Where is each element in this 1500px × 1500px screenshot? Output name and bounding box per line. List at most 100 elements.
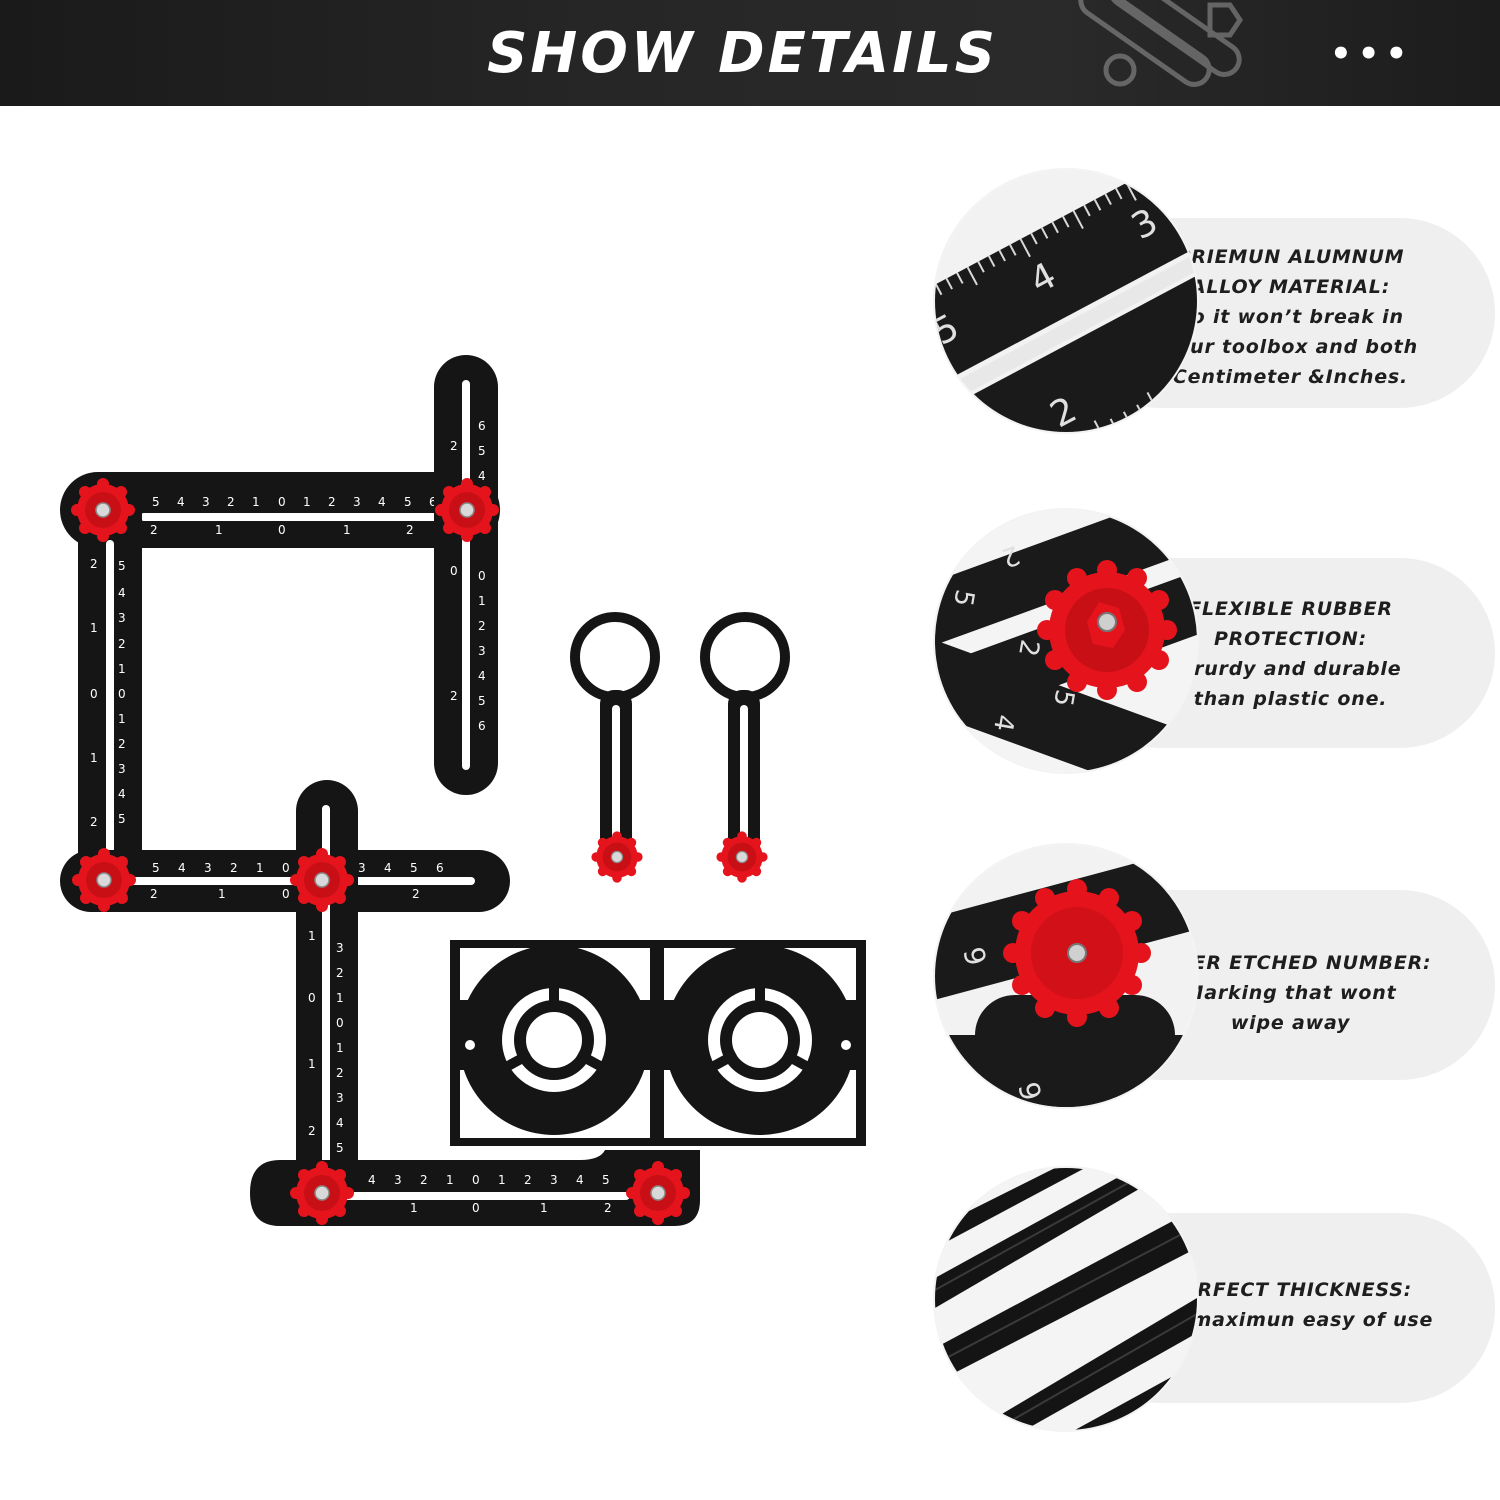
svg-text:2: 2 [478,619,486,633]
svg-text:2: 2 [450,689,458,703]
feature-description: than plastic one. [1193,688,1388,710]
svg-text:2: 2 [450,439,458,453]
feature-description: So it won’t break in [1177,306,1404,328]
svg-text:2: 2 [420,1173,428,1187]
feature-title: PERFECT THICKNESS: [1168,1279,1413,1301]
svg-text:2: 2 [90,557,98,571]
svg-text:5: 5 [404,495,412,509]
svg-text:3: 3 [394,1173,402,1187]
svg-text:4: 4 [576,1173,584,1187]
svg-text:0: 0 [282,887,290,901]
svg-text:4: 4 [368,1173,376,1187]
svg-text:4: 4 [178,861,186,875]
svg-text:2: 2 [308,1124,316,1138]
loop-tool-right [700,612,790,884]
svg-text:5: 5 [410,861,418,875]
feature-material: PRIEMUN ALUMNUM ALLOY MATERIAL: So it wo… [935,170,1495,435]
svg-text:5: 5 [336,1141,344,1155]
svg-text:5: 5 [152,861,160,875]
svg-text:4: 4 [118,787,126,801]
svg-text:6: 6 [429,495,437,509]
svg-text:0: 0 [450,564,458,578]
image-number: 4 [987,712,1019,734]
svg-text:4: 4 [118,586,126,600]
feature-text: FLEXIBLE RUBBER PROTECTION: Srurdy and d… [1113,594,1468,714]
svg-text:1: 1 [308,929,316,943]
feature-image-rubber: 2 5 2 5 4 [935,510,1197,772]
svg-text:2: 2 [328,495,336,509]
svg-text:3: 3 [202,495,210,509]
svg-text:1: 1 [218,887,226,901]
feature-image-laser: 6 6 [935,845,1197,1107]
svg-text:0: 0 [308,991,316,1005]
feature-description: For maximun easy of use [1147,1309,1434,1331]
svg-text:2: 2 [336,966,344,980]
svg-text:1: 1 [336,991,344,1005]
svg-text:3: 3 [118,611,126,625]
svg-text:0: 0 [472,1173,480,1187]
svg-text:6: 6 [478,419,486,433]
svg-text:2: 2 [406,523,414,537]
feature-description: Srurdy and durable [1179,658,1402,680]
svg-text:1: 1 [478,594,486,608]
knob-icon [1003,879,1151,1027]
svg-text:3: 3 [336,941,344,955]
svg-text:3: 3 [118,762,126,776]
svg-text:1: 1 [256,861,264,875]
svg-text:0: 0 [118,687,126,701]
svg-text:2: 2 [230,861,238,875]
svg-text:0: 0 [478,569,486,583]
knob-icon [1037,560,1177,700]
svg-text:1: 1 [336,1041,344,1055]
more-dots-icon[interactable]: ••• [1330,34,1414,74]
hole-template-plate [450,940,866,1146]
svg-text:3: 3 [358,861,366,875]
svg-text:3: 3 [353,495,361,509]
svg-text:1: 1 [252,495,260,509]
svg-text:2: 2 [412,887,420,901]
feature-rubber: FLEXIBLE RUBBER PROTECTION: Srurdy and d… [935,510,1495,775]
svg-text:1: 1 [308,1057,316,1071]
svg-text:1: 1 [498,1173,506,1187]
loop-tool-left [570,612,660,884]
image-number: 2 [1012,637,1044,659]
svg-text:2: 2 [227,495,235,509]
svg-text:0: 0 [90,687,98,701]
svg-text:0: 0 [278,523,286,537]
svg-text:4: 4 [478,669,486,683]
svg-text:5: 5 [602,1173,610,1187]
svg-text:2: 2 [118,737,126,751]
feature-laser: LAZER ETCHED NUMBER: Marking that wont w… [935,845,1495,1110]
svg-text:2: 2 [90,815,98,829]
feature-description: wipe away [1230,1012,1351,1034]
feature-text: LAZER ETCHED NUMBER: Marking that wont w… [1113,948,1468,1038]
svg-text:2: 2 [604,1201,612,1215]
image-number: 5 [1047,687,1079,709]
svg-text:1: 1 [118,662,126,676]
svg-text:4: 4 [177,495,185,509]
svg-text:1: 1 [343,523,351,537]
svg-text:2: 2 [150,523,158,537]
svg-text:4: 4 [384,861,392,875]
feature-image-thickness [935,1168,1197,1430]
feature-title: ALLOY MATERIAL: [1190,276,1391,298]
svg-text:1: 1 [118,712,126,726]
feature-text: PERFECT THICKNESS: For maximun easy of u… [1113,1275,1468,1335]
svg-text:1: 1 [90,621,98,635]
svg-text:3: 3 [204,861,212,875]
feature-title: FLEXIBLE RUBBER [1188,598,1393,620]
page-title: SHOW DETAILS [487,21,998,86]
feature-title: PROTECTION: [1213,628,1368,650]
feature-description: Marking that wont [1184,982,1397,1004]
svg-text:6: 6 [478,719,486,733]
feature-description: your toolbox and both [1163,336,1418,358]
svg-text:1: 1 [215,523,223,537]
svg-text:2: 2 [524,1173,532,1187]
